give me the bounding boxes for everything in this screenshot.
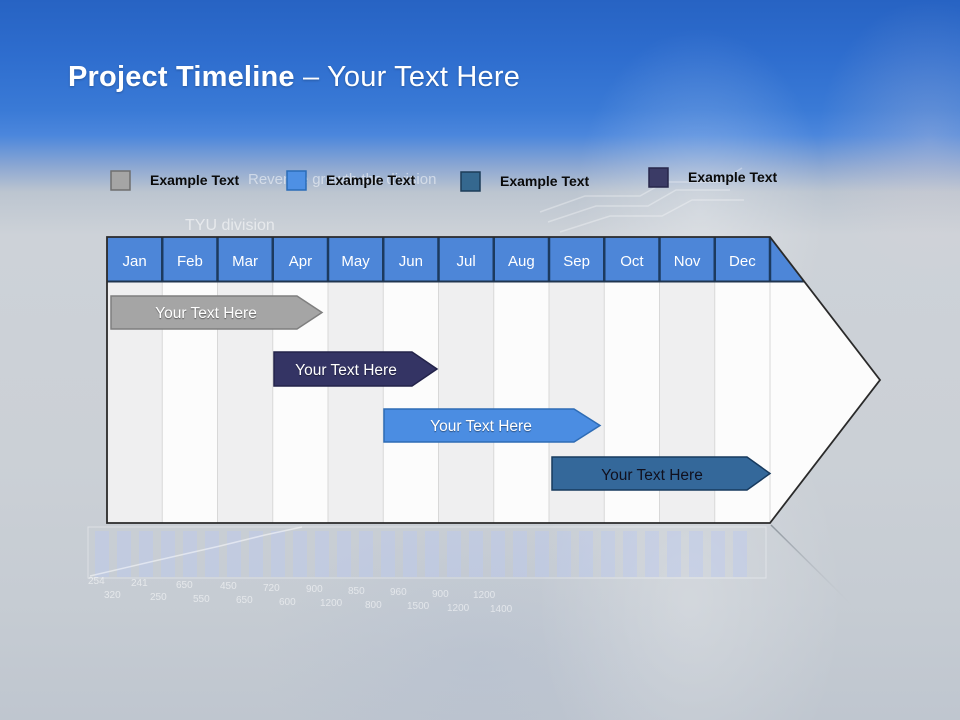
chart-number: 720	[263, 583, 280, 594]
chart-number: 254	[88, 576, 105, 587]
legend-item-gray: Example Text	[110, 170, 239, 191]
page-title: Project Timeline – Your Text Here	[68, 61, 520, 94]
task-bar-1	[110, 295, 324, 330]
arrow-reflection	[770, 524, 859, 612]
chart-number: 600	[279, 597, 296, 608]
month-label: Jun	[399, 253, 423, 270]
month-label: Jul	[457, 253, 476, 270]
month-header-separators	[161, 237, 772, 281]
page-title-rest: – Your Text Here	[302, 61, 521, 93]
month-label: Aug	[508, 253, 535, 270]
month-header-labels: Jan Feb Mar Apr May Jun Jul Aug Sep Oct …	[123, 253, 757, 270]
chart-number: 1200	[447, 603, 470, 614]
timeline-arrow-outline	[106, 236, 882, 524]
chart-number: 650	[236, 595, 253, 606]
chart-number: 320	[104, 590, 121, 601]
legend-swatch-dark-indigo-icon	[648, 167, 669, 188]
chart-number: 250	[150, 592, 167, 603]
month-label: Feb	[177, 253, 203, 270]
task-bars: Your Text Here Your Text Here Your Text …	[110, 295, 772, 491]
chart-number: 550	[193, 594, 210, 605]
task-bar-1-label: Your Text Here	[155, 305, 257, 322]
chart-number: 241	[131, 578, 148, 589]
month-label: Nov	[674, 253, 701, 270]
chart-number: 900	[306, 584, 323, 595]
legend-item-steel-blue: Example Text	[460, 171, 589, 192]
legend-swatch-gray-icon	[110, 170, 131, 191]
background-trend-line	[89, 526, 303, 577]
month-label: Mar	[232, 253, 258, 270]
background-caption-division: TYU division	[185, 217, 275, 234]
legend-label: Example Text	[688, 169, 778, 185]
chart-number: 850	[348, 586, 365, 597]
month-label: May	[341, 253, 370, 270]
chart-number: 1400	[490, 604, 513, 615]
legend-swatch-steel-blue-icon	[460, 171, 481, 192]
legend-label: Example Text	[500, 173, 590, 189]
month-label: Sep	[563, 253, 590, 270]
month-label: Dec	[729, 253, 756, 270]
legend-label: Example Text	[326, 172, 416, 188]
task-bar-4	[551, 456, 772, 491]
task-bar-3-label: Your Text Here	[430, 418, 532, 435]
task-bar-4-label: Your Text Here	[601, 467, 703, 484]
circuit-lines-decoration	[539, 167, 744, 233]
month-header-band	[107, 237, 847, 281]
chart-number: 800	[365, 600, 382, 611]
month-label: Jan	[123, 253, 147, 270]
background-bar-chart	[87, 526, 767, 579]
legend-swatch-light-blue-icon	[286, 170, 307, 191]
chart-number: 450	[220, 581, 237, 592]
legend-item-light-blue: Example Text	[286, 170, 415, 191]
month-label: Apr	[289, 253, 312, 270]
chart-number: 1500	[407, 601, 430, 612]
task-bar-2-label: Your Text Here	[295, 362, 397, 379]
chart-number: 650	[176, 580, 193, 591]
legend-item-dark-indigo: Example Text	[648, 167, 777, 188]
chart-number: 960	[390, 587, 407, 598]
chart-number: 1200	[320, 598, 343, 609]
legend-label: Example Text	[150, 172, 240, 188]
page-title-bold: Project Timeline	[68, 61, 295, 93]
task-bar-3	[383, 408, 602, 443]
task-bar-2	[273, 351, 439, 387]
month-label: Oct	[620, 253, 644, 270]
chart-number: 1200	[473, 590, 496, 601]
chart-number: 900	[432, 589, 449, 600]
